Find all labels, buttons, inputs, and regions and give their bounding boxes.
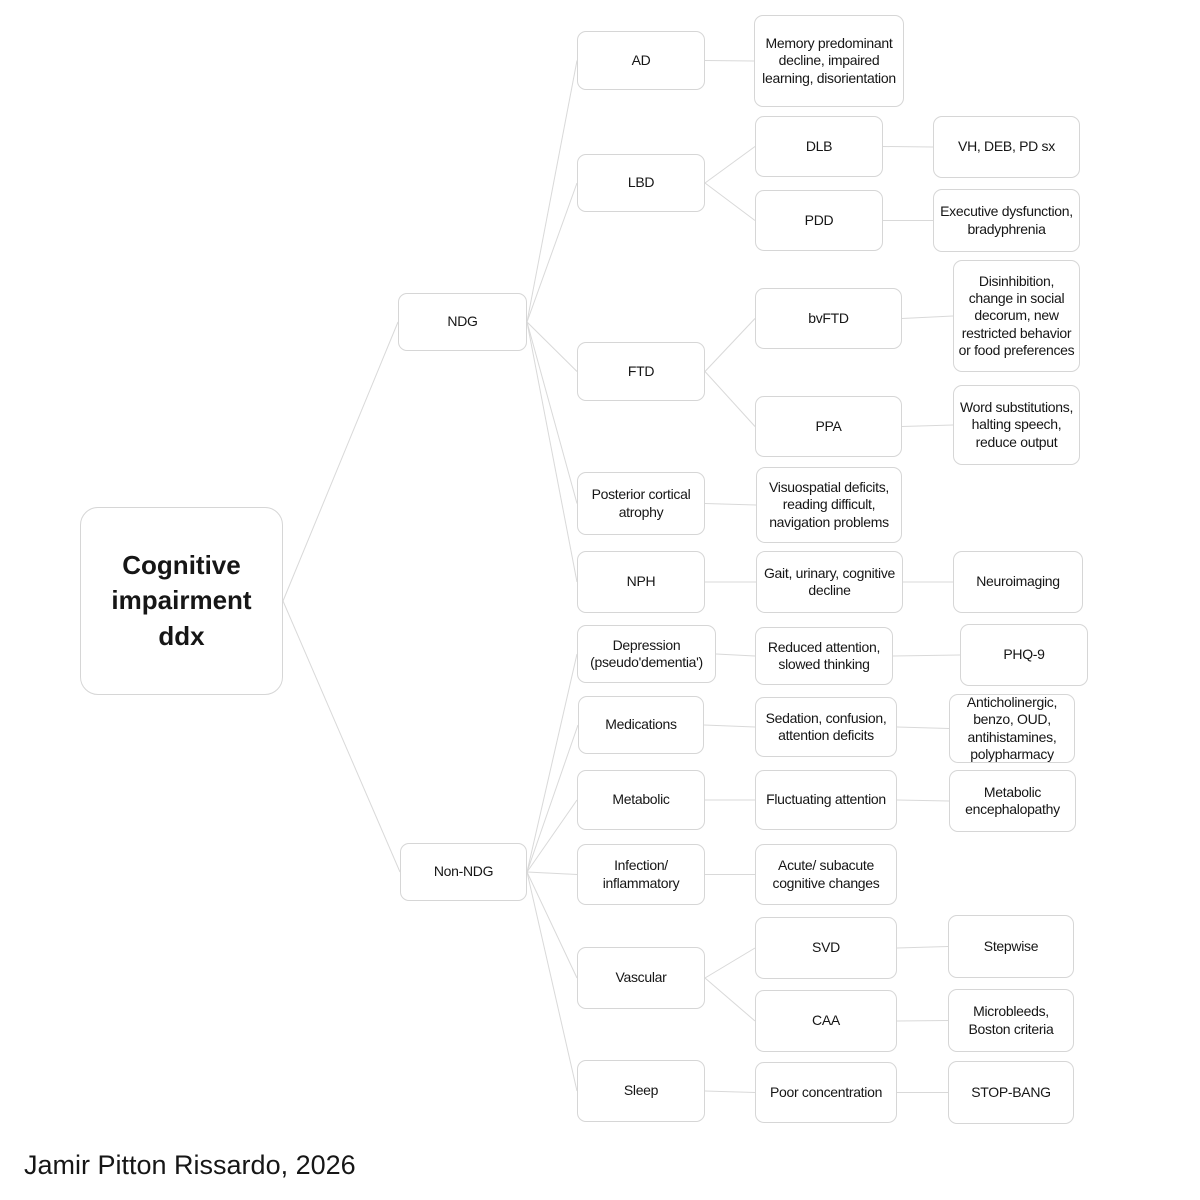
node-reduced-attention: Reduced attention, slowed thinking	[755, 627, 893, 685]
connector-nonndg-med	[526, 724, 579, 873]
node-word-substitutions: Word substitutions, halting speech, redu…	[953, 385, 1080, 465]
connector-ftd-bvftd	[704, 318, 756, 372]
node-dlb: DLB	[755, 116, 883, 177]
connector-ndg-nph	[526, 321, 578, 583]
connector-vas-caa	[704, 977, 756, 1022]
node-sleep: Sleep	[577, 1060, 705, 1122]
connector-nonndg-dep	[526, 653, 578, 873]
node-ftd: FTD	[577, 342, 705, 401]
node-neuroimaging: Neuroimaging	[953, 551, 1083, 613]
connector-nonndg-inf	[526, 871, 578, 875]
node-depression: Depression (pseudo'dementia')	[577, 625, 716, 683]
connector-red-phq	[892, 654, 961, 657]
node-vascular: Vascular	[577, 947, 705, 1009]
node-executive-dysfunction: Executive dysfunction, bradyphrenia	[933, 189, 1080, 252]
node-ndg: NDG	[398, 293, 527, 351]
connector-pca-vis	[704, 503, 757, 506]
node-pdd: PDD	[755, 190, 883, 251]
connector-slp-poor	[704, 1090, 756, 1093]
connector-flu-mete	[896, 799, 950, 802]
connector-ndg-pca	[526, 321, 578, 504]
node-fluctuating-attention: Fluctuating attention	[755, 770, 897, 830]
connector-dep-red	[715, 653, 756, 657]
node-nph: NPH	[577, 551, 705, 613]
connector-nonndg-met	[526, 799, 578, 873]
connector-ppa-word	[901, 424, 954, 427]
node-bvftd: bvFTD	[755, 288, 902, 349]
connector-dlb-vh	[882, 146, 934, 148]
node-infection-inflammatory: Infection/ inflammatory	[577, 844, 705, 905]
connector-ftd-ppa	[704, 371, 756, 427]
connector-bvftd-dis	[901, 315, 954, 319]
node-disinhibition: Disinhibition, change in social decorum,…	[953, 260, 1080, 372]
node-memory-decline: Memory predominant decline, impaired lea…	[754, 15, 904, 107]
node-poor-concentration: Poor concentration	[755, 1062, 897, 1123]
node-visuospatial-deficits: Visuospatial deficits, reading difficult…	[756, 467, 902, 543]
node-posterior-cortical-atrophy: Posterior cortical atrophy	[577, 472, 705, 535]
node-lbd: LBD	[577, 154, 705, 212]
connector-nonndg-slp	[526, 871, 578, 1092]
connector-vas-svd	[704, 947, 756, 979]
node-gait-urinary-cognitive: Gait, urinary, cognitive decline	[756, 551, 903, 613]
connector-caa-micro	[896, 1020, 949, 1022]
node-svd: SVD	[755, 917, 897, 979]
connector-ndg-ad	[526, 60, 578, 323]
connector-med-sed	[703, 724, 756, 728]
node-stepwise: Stepwise	[948, 915, 1074, 978]
node-non-ndg: Non-NDG	[400, 843, 527, 901]
node-medications: Medications	[578, 696, 704, 754]
node-metabolic-encephalopathy: Metabolic encephalopathy	[949, 770, 1076, 832]
node-stop-bang: STOP-BANG	[948, 1061, 1074, 1124]
connector-svd-step	[896, 946, 949, 949]
connector-lbd-dlb	[704, 146, 756, 184]
connector-ndg-ftd	[526, 321, 578, 372]
node-metabolic: Metabolic	[577, 770, 705, 830]
node-root: Cognitive impairment ddx	[80, 507, 283, 695]
connector-ndg-lbd	[526, 182, 578, 323]
node-ad: AD	[577, 31, 705, 90]
connector-root-ndg	[282, 321, 399, 602]
connector-lbd-pdd	[704, 182, 756, 221]
connector-ad-mem	[704, 60, 755, 62]
connector-nonndg-vas	[526, 871, 578, 979]
connector-sed-anti	[896, 726, 950, 729]
author-credit: Jamir Pitton Rissardo, 2026	[24, 1150, 356, 1180]
node-phq9: PHQ-9	[960, 624, 1088, 686]
node-sedation-confusion: Sedation, confusion, attention deficits	[755, 697, 897, 757]
node-vh-deb-pd: VH, DEB, PD sx	[933, 116, 1080, 178]
node-ppa: PPA	[755, 396, 902, 457]
connector-root-nonndg	[282, 600, 401, 873]
node-acute-subacute: Acute/ subacute cognitive changes	[755, 844, 897, 905]
node-microbleeds: Microbleeds, Boston criteria	[948, 989, 1074, 1052]
node-caa: CAA	[755, 990, 897, 1052]
node-anticholinergic: Anticholinergic, benzo, OUD, antihistami…	[949, 694, 1075, 763]
